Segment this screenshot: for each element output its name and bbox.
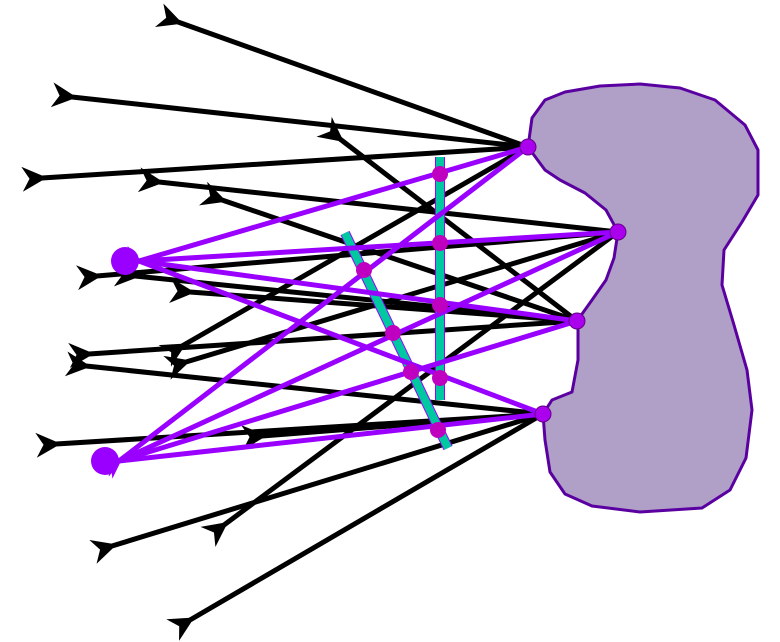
purple-ray-arrow [120,245,544,417]
source-point [534,405,552,423]
purple-rays [100,144,620,479]
purple-ray-arrow [121,248,578,324]
black-ray-arrow [137,167,619,235]
source-point [519,138,537,156]
purple-ray-arrow [122,229,619,272]
source-point [568,312,586,330]
points [91,138,627,475]
intersection-point [432,235,448,251]
black-ray-arrow [50,82,529,150]
black-ray-arrow [200,229,620,547]
intersection-point [430,422,446,438]
intersection-point [432,297,448,313]
black-ray-arrow [68,318,578,368]
intersection-point [432,166,448,182]
intersection-point [432,370,448,386]
black-ray-arrow [166,411,545,641]
purple-ray-arrow [101,411,544,473]
purple-ray-arrow [100,318,578,476]
intersection-point [385,325,401,341]
black-rays [21,3,620,641]
object-blob [526,82,760,514]
target-point [111,247,139,275]
black-ray-arrow [316,116,579,323]
intersection-point [356,262,372,278]
black-ray-arrow [89,411,544,564]
black-ray-arrow [64,351,544,417]
target-point [91,447,119,475]
black-ray-arrow [154,3,529,150]
intersection-point [403,364,419,380]
purple-ray-arrow [120,144,529,276]
black-ray-arrow [21,144,529,192]
source-point [609,223,627,241]
purple-ray-arrow [100,145,530,479]
